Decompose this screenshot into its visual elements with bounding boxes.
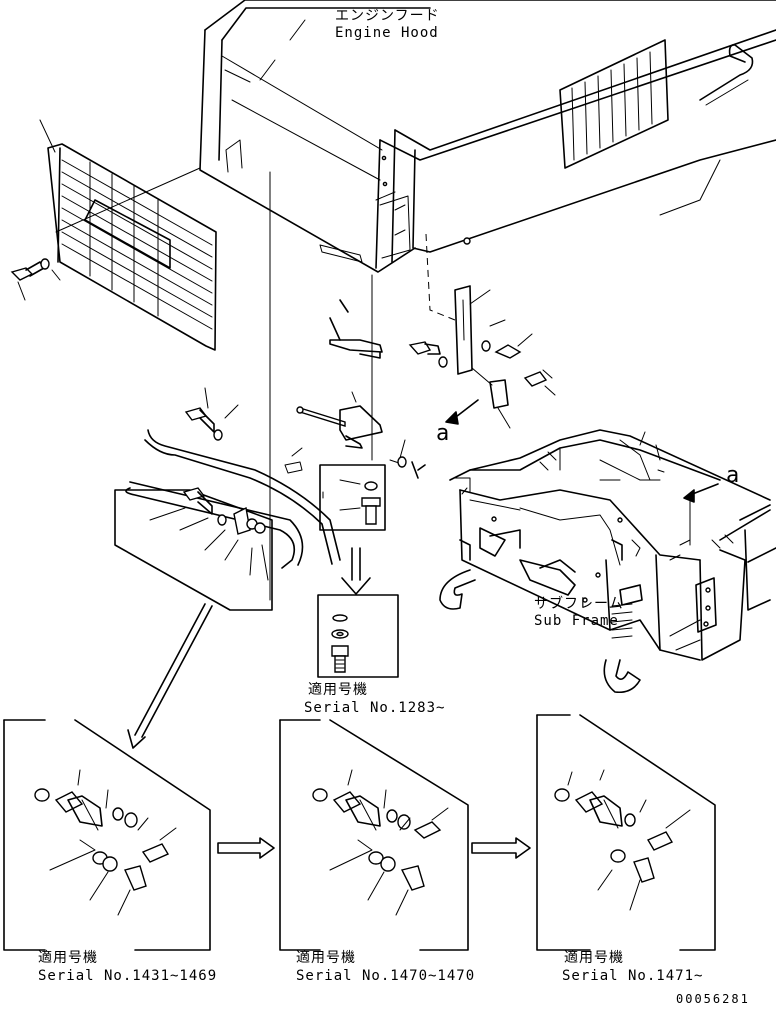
sub-frame-jp-label: サブフレーム (534, 595, 624, 612)
flow-arrows (217, 837, 531, 859)
serial-block-title: 適用号機 (308, 681, 368, 698)
serial-block-title: 適用号機 (296, 949, 356, 966)
drawing-number: 00056281 (676, 992, 750, 1006)
latch-bracket (408, 285, 556, 429)
serial-block-number: Serial No.1471~ (562, 968, 703, 984)
guide-lines (269, 171, 456, 601)
grille-screen (10, 119, 217, 351)
hinge-brackets (284, 299, 426, 479)
left-parts-box (114, 487, 273, 749)
serial-1283-box (317, 594, 399, 678)
upper-left-bolts (184, 387, 239, 441)
serial-block-title: 適用号機 (38, 949, 98, 966)
serial-block-number: Serial No.1283~ (304, 700, 445, 716)
reference-a-right: a (726, 463, 739, 488)
bottom-panel-2 (279, 719, 469, 951)
reference-a-left: a (436, 421, 449, 446)
engine-hood-en-label: Engine Hood (335, 25, 439, 41)
sub-frame (439, 429, 776, 694)
bottom-panel-1 (3, 719, 211, 951)
serial-block-number: Serial No.1431~1469 (38, 968, 217, 984)
engine-hood (199, 0, 776, 273)
sub-frame-en-label: Sub Frame (534, 613, 619, 629)
engine-hood-jp-label: エンジンフード (335, 8, 440, 24)
bottom-panel-3 (536, 714, 716, 951)
serial-block-number: Serial No.1470~1470 (296, 968, 475, 984)
center-bolt-box (319, 464, 386, 595)
serial-block-title: 適用号機 (564, 949, 624, 966)
